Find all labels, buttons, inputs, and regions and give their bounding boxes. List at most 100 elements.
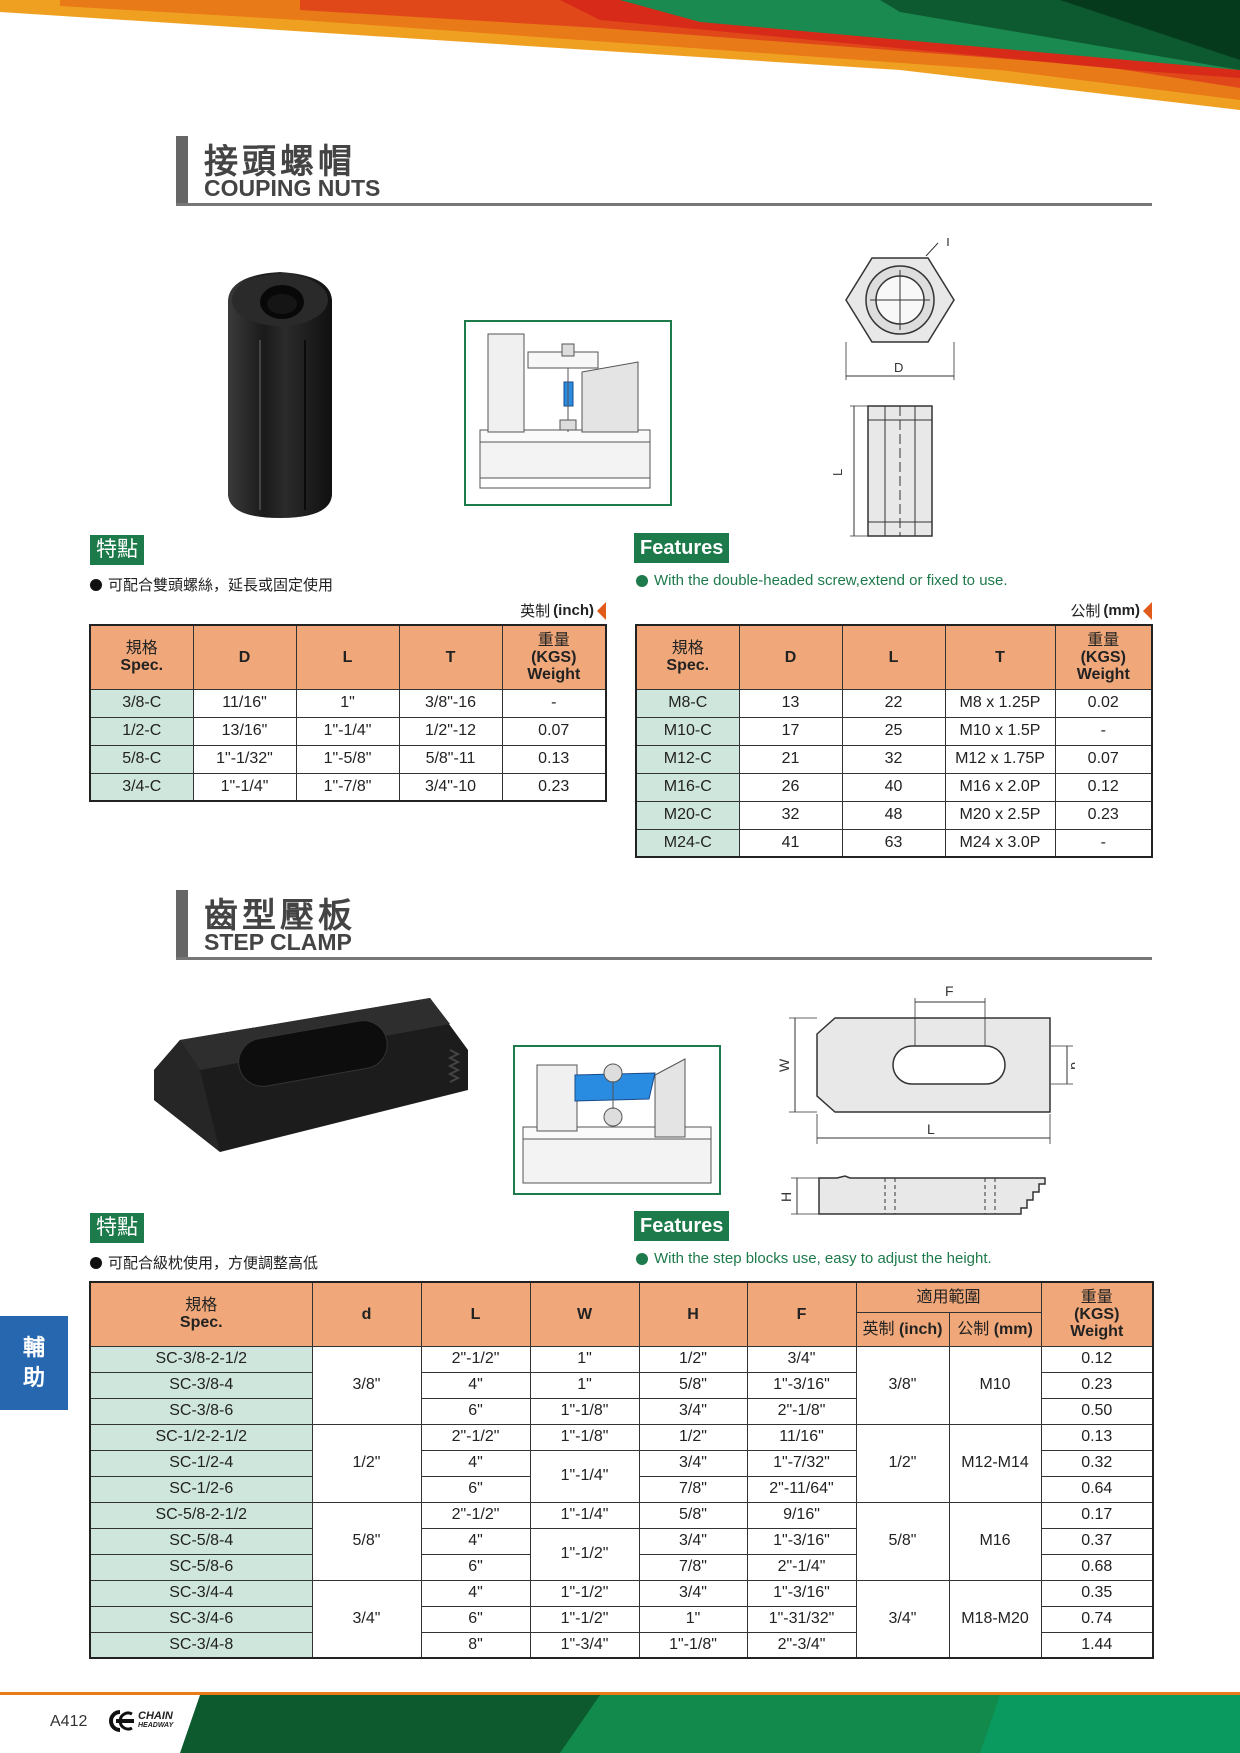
cell-d: 3/4" xyxy=(311,1579,422,1659)
bullet-icon xyxy=(636,1252,648,1265)
feature-tag-zh: 特點 xyxy=(90,1213,144,1243)
step-clamp-drawing: F W d L H xyxy=(776,983,1075,1215)
cell-l: 32 xyxy=(841,744,946,774)
cell-w: 1"-1/8" xyxy=(529,1423,640,1451)
cell-spec: M10-C xyxy=(635,716,740,746)
cell-l: 63 xyxy=(841,828,946,858)
header-l: L xyxy=(420,1281,531,1347)
feature-text-zh: 可配合級枕使用，方便調整高低 xyxy=(90,1252,318,1273)
cell-w: 1"-1/2" xyxy=(529,1527,640,1581)
cell-h: 7/8" xyxy=(638,1553,748,1581)
dim-f-label: F xyxy=(945,983,954,999)
cell-w: 1"-1/2" xyxy=(529,1579,640,1607)
header-mm: 公制 (mm) xyxy=(948,1311,1042,1347)
cell-d: 21 xyxy=(738,744,843,774)
step-clamp-photo xyxy=(154,998,468,1152)
feature-en: With the step blocks use, easy to adjust… xyxy=(654,1250,992,1267)
cell-spec: M24-C xyxy=(635,828,740,858)
feature-tag-zh: 特點 xyxy=(90,535,144,565)
cell-f: 2"-1/4" xyxy=(746,1553,857,1581)
cell-spec: SC-5/8-2-1/2 xyxy=(89,1501,313,1529)
cell-range-inch: 3/8" xyxy=(855,1345,950,1425)
brand-mark-icon xyxy=(109,1710,134,1732)
cell-h: 5/8" xyxy=(638,1501,748,1529)
cell-d: 11/16" xyxy=(192,688,297,718)
bullet-icon xyxy=(636,574,648,587)
application-illustration xyxy=(522,1058,712,1184)
header-inch: 英制 (inch) xyxy=(855,1311,950,1347)
dim-t-label: T xyxy=(944,238,952,249)
cell-f: 2"-3/4" xyxy=(746,1631,857,1659)
side-category-tab[interactable]: 輔 助 xyxy=(0,1316,68,1410)
cell-l: 6" xyxy=(420,1475,531,1503)
cell-l: 6" xyxy=(420,1397,531,1425)
cell-d: 41 xyxy=(738,828,843,858)
footer-banner xyxy=(0,1692,1240,1753)
section-title-en: STEP CLAMP xyxy=(204,929,352,955)
cell-weight: 0.37 xyxy=(1040,1527,1154,1555)
cell-range-inch: 5/8" xyxy=(855,1501,950,1581)
cell-h: 7/8" xyxy=(638,1475,748,1503)
cell-l: 4" xyxy=(420,1527,531,1555)
cell-h: 1" xyxy=(638,1605,748,1633)
feature-en: With the double-headed screw,extend or f… xyxy=(654,572,1008,589)
dim-d-label: D xyxy=(894,360,903,375)
side-tab-char: 助 xyxy=(22,1365,45,1390)
cell-f: 1"-31/32" xyxy=(746,1605,857,1633)
cell-f: 9/16" xyxy=(746,1501,857,1529)
cell-weight: 1.44 xyxy=(1040,1631,1154,1659)
cell-weight: 0.12 xyxy=(1040,1345,1154,1373)
header-t: T xyxy=(398,624,503,690)
section-bar xyxy=(176,136,188,206)
cell-t: 1/2"-12 xyxy=(398,716,503,746)
header-d: D xyxy=(738,624,843,690)
cell-t: M20 x 2.5P xyxy=(944,800,1056,830)
cell-weight: 0.12 xyxy=(1054,772,1153,802)
dim-l-label: L xyxy=(830,469,845,476)
cell-spec: 3/4-C xyxy=(89,772,194,802)
cell-spec: SC-3/4-4 xyxy=(89,1579,313,1607)
header-l: L xyxy=(841,624,946,690)
cell-weight: 0.68 xyxy=(1040,1553,1154,1581)
header-weight: 重量(KGS)Weight xyxy=(501,624,607,690)
section-bar xyxy=(176,890,188,960)
cell-weight: 0.13 xyxy=(501,744,607,774)
header-t: T xyxy=(944,624,1056,690)
cell-f: 11/16" xyxy=(746,1423,857,1451)
unit-zh: 公制 xyxy=(1070,603,1101,620)
brand-logo: CHAIN HEADWAY xyxy=(106,1710,173,1732)
feature-zh: 可配合雙頭螺絲，延長或固定使用 xyxy=(108,577,334,594)
unit-en: (inch) xyxy=(553,602,594,619)
cell-range-mm: M18-M20 xyxy=(948,1579,1042,1659)
cell-f: 1"-3/16" xyxy=(746,1579,857,1607)
cell-d: 13/16" xyxy=(192,716,297,746)
cell-h: 3/4" xyxy=(638,1527,748,1555)
unit-label-inch: 英制(inch) xyxy=(420,600,606,621)
brand-subname: HEADWAY xyxy=(138,1722,174,1729)
cell-spec: M12-C xyxy=(635,744,740,774)
header-d: D xyxy=(192,624,297,690)
cell-w: 1" xyxy=(529,1371,640,1399)
header-f: F xyxy=(746,1281,857,1347)
cell-l: 2"-1/2" xyxy=(420,1345,531,1373)
header-l: L xyxy=(295,624,400,690)
cell-t: M10 x 1.5P xyxy=(944,716,1056,746)
cell-weight: 0.64 xyxy=(1040,1475,1154,1503)
cell-l: 25 xyxy=(841,716,946,746)
cell-range-inch: 1/2" xyxy=(855,1423,950,1503)
cell-f: 2"-11/64" xyxy=(746,1475,857,1503)
cell-weight: 0.23 xyxy=(1040,1371,1154,1399)
header-banner xyxy=(0,0,1240,120)
cell-range-inch: 3/4" xyxy=(855,1579,950,1659)
